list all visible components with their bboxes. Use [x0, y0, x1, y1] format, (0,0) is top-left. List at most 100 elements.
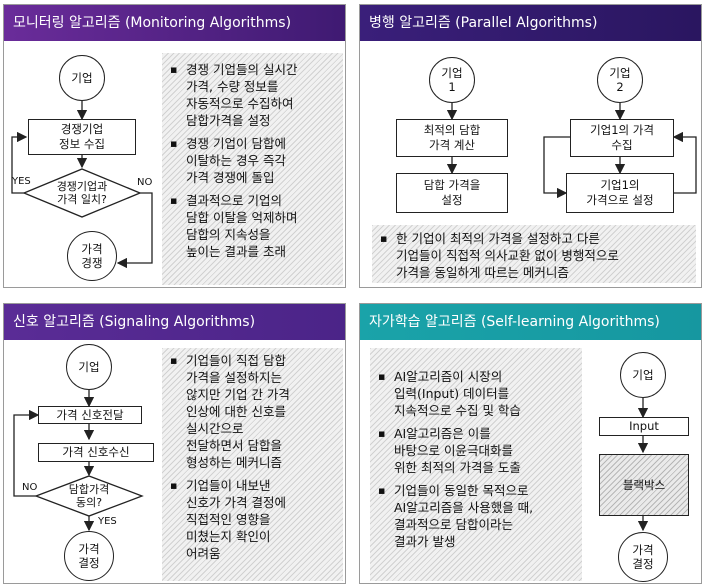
signaling-title: 신호 알고리즘 (Signaling Algorithms): [4, 304, 345, 340]
parallel-set-line1: 담합 가격을: [423, 178, 481, 192]
selflearning-end-line2: 결정: [632, 557, 654, 571]
monitoring-decision-line1: 경쟁기업과: [56, 180, 108, 193]
selflearning-bullet: AI알고리즘이 시장의 입력(Input) 데이터를 지속적으로 수집 및 학습: [370, 368, 582, 419]
bullet-line: 위한 최적의 가격을 도출: [394, 460, 521, 475]
parallel-set-line2: 설정: [441, 193, 463, 207]
bullet-line: 기업들이 직접 담합: [186, 353, 286, 368]
signaling-decision-text: 담합가격 동의?: [49, 483, 129, 509]
parallel-collect-line1: 기업1의 가격: [590, 123, 654, 137]
signaling-yes-label: YES: [98, 516, 117, 527]
monitoring-start-label: 기업: [71, 71, 93, 85]
signaling-bullet: 기업들이 직접 담합 가격을 설정하지는 않지만 기업 간 가격 인상에 대한 …: [162, 352, 343, 471]
monitoring-bullet: 경쟁 기업이 담합에 이탈하는 경우 즉각 가격 경쟁에 돌입: [162, 135, 343, 186]
bullet-line: 미쳤는지 확인이: [186, 529, 271, 544]
signaling-send-box: 가격 신호전달: [38, 406, 142, 424]
parallel-firm1-line2: 1: [448, 80, 456, 94]
signaling-start-label: 기업: [78, 360, 100, 374]
bullet-line: 신호가 가격 결정에: [186, 495, 286, 510]
bullet-line: 입력(Input) 데이터를: [394, 386, 510, 401]
bullet-line: 실시간으로: [186, 421, 244, 436]
selflearning-bullet: AI알고리즘은 이를 바탕으로 이윤극대화를 위한 최적의 가격을 도출: [370, 425, 582, 476]
bullet-line: 가격을 동일하게 따르는 메커니즘: [396, 265, 569, 280]
monitoring-description: 경쟁 기업들의 실시간 가격, 수량 정보를 자동적으로 수집하여 담합가격을 …: [162, 53, 343, 285]
signaling-end-line1: 가격: [78, 542, 100, 556]
parallel-flow-connectors: [446, 103, 697, 199]
parallel-calc-line2: 가격 계산: [429, 138, 475, 152]
selflearning-panel: 자가학습 알고리즘 (Self-learning Algorithms) 기업 …: [359, 303, 702, 584]
bullet-line: 담합의 지속성을: [186, 227, 271, 242]
parallel-description: 한 기업이 최적의 가격을 설정하고 다른 기업들이 직접적 의사교환 없이 병…: [372, 225, 696, 283]
monitoring-end-line1: 가격: [81, 242, 103, 256]
bullet-line: 직접적인 영향을: [186, 512, 271, 527]
selflearning-flow-connectors: [637, 398, 649, 532]
signaling-panel: 신호 알고리즘 (Signaling Algorithms) 기업 가격 신호전…: [3, 303, 346, 584]
bullet-line: 경쟁 기업이 담합에: [186, 136, 286, 151]
bullet-line: 전달하면서 담합을: [186, 438, 282, 453]
bullet-line: 높이는 결과를 초래: [186, 244, 286, 259]
monitoring-yes-label: YES: [12, 176, 31, 187]
bullet-line: AI알고리즘을 사용했을 때,: [394, 500, 534, 515]
monitoring-decision-line2: 가격 일치?: [57, 193, 107, 206]
bullet-line: 가격을 설정하지는: [186, 370, 282, 385]
bullet-line: 결과적으로 담합이라는: [394, 517, 513, 532]
parallel-title: 병행 알고리즘 (Parallel Algorithms): [360, 5, 701, 41]
bullet-line: 어려움: [186, 546, 221, 561]
parallel-firm2-line2: 2: [616, 80, 624, 94]
bullet-line: 결과적으로 기업의: [186, 193, 282, 208]
selflearning-start-circle: 기업: [620, 352, 666, 398]
bullet-line: 않지만 기업 간 가격: [186, 387, 290, 402]
signaling-flow-connectors: [13, 390, 144, 532]
selflearning-end-line1: 가격: [632, 543, 654, 557]
bullet-line: 한 기업이 최적의 가격을 설정하고 다른: [396, 231, 600, 246]
bullet-line: 인상에 대한 신호를: [186, 404, 286, 419]
parallel-collect-line2: 수집: [611, 138, 633, 152]
bullet-line: 바탕으로 이윤극대화를: [394, 443, 513, 458]
bullet-line: 기업들이 동일한 목적으로: [394, 483, 529, 498]
monitoring-collect-line2: 정보 수집: [59, 137, 105, 151]
monitoring-bullet: 경쟁 기업들의 실시간 가격, 수량 정보를 자동적으로 수집하여 담합가격을 …: [162, 61, 343, 129]
monitoring-no-label: NO: [137, 177, 153, 188]
signaling-bullet: 기업들이 내보낸 신호가 가격 결정에 직접적인 영향을 미쳤는지 확인이 어려…: [162, 477, 343, 562]
monitoring-collect-line1: 경쟁기업: [60, 122, 104, 136]
monitoring-end-line2: 경쟁: [81, 256, 103, 270]
selflearning-description: AI알고리즘이 시장의 입력(Input) 데이터를 지속적으로 수집 및 학습…: [370, 348, 582, 581]
signaling-description: 기업들이 직접 담합 가격을 설정하지는 않지만 기업 간 가격 인상에 대한 …: [162, 348, 343, 581]
signaling-decision-line1: 담합가격: [68, 483, 110, 496]
bullet-line: 기업들이 내보낸: [186, 478, 271, 493]
bullet-line: 담합 이탈을 억제하며: [186, 210, 298, 225]
monitoring-flow-connectors: [11, 100, 153, 269]
parallel-calc-line1: 최적의 담합: [423, 123, 481, 137]
bullet-line: 지속적으로 수집 및 학습: [394, 403, 521, 418]
bullet-line: 가격 경쟁에 돌입: [186, 170, 275, 185]
bullet-line: 결과가 발생: [394, 534, 456, 549]
bullet-line: 이탈하는 경우 즉각: [186, 153, 286, 168]
signaling-decision-line2: 동의?: [75, 496, 103, 509]
selflearning-title: 자가학습 알고리즘 (Self-learning Algorithms): [360, 304, 701, 340]
bullet-line: 형성하는 메커니즘: [186, 455, 282, 470]
monitoring-bullet: 결과적으로 기업의 담합 이탈을 억제하며 담합의 지속성을 높이는 결과를 초…: [162, 192, 343, 260]
bullet-line: 자동적으로 수집하여: [186, 96, 294, 111]
selflearning-start-label: 기업: [632, 368, 654, 382]
parallel-bullet: 한 기업이 최적의 가격을 설정하고 다른 기업들이 직접적 의사교환 없이 병…: [372, 230, 696, 281]
parallel-firm1-line1: 기업: [441, 66, 463, 80]
parallel-follow-line1: 기업1의: [600, 178, 640, 192]
monitoring-panel: 모니터링 알고리즘 (Monitoring Algorithms) 기업 경쟁기…: [3, 4, 346, 288]
signaling-start-circle: 기업: [66, 344, 112, 390]
bullet-line: AI알고리즘이 시장의: [394, 369, 503, 384]
selflearning-bullet: 기업들이 동일한 목적으로 AI알고리즘을 사용했을 때, 결과적으로 담합이라…: [370, 482, 582, 550]
monitoring-decision-text: 경쟁기업과 가격 일치?: [34, 180, 130, 206]
bullet-line: AI알고리즘은 이를: [394, 426, 491, 441]
selflearning-blackbox: 블랙박스: [599, 454, 689, 516]
bullet-line: 담합가격을 설정: [186, 113, 271, 128]
bullet-line: 경쟁 기업들의 실시간: [186, 62, 298, 77]
